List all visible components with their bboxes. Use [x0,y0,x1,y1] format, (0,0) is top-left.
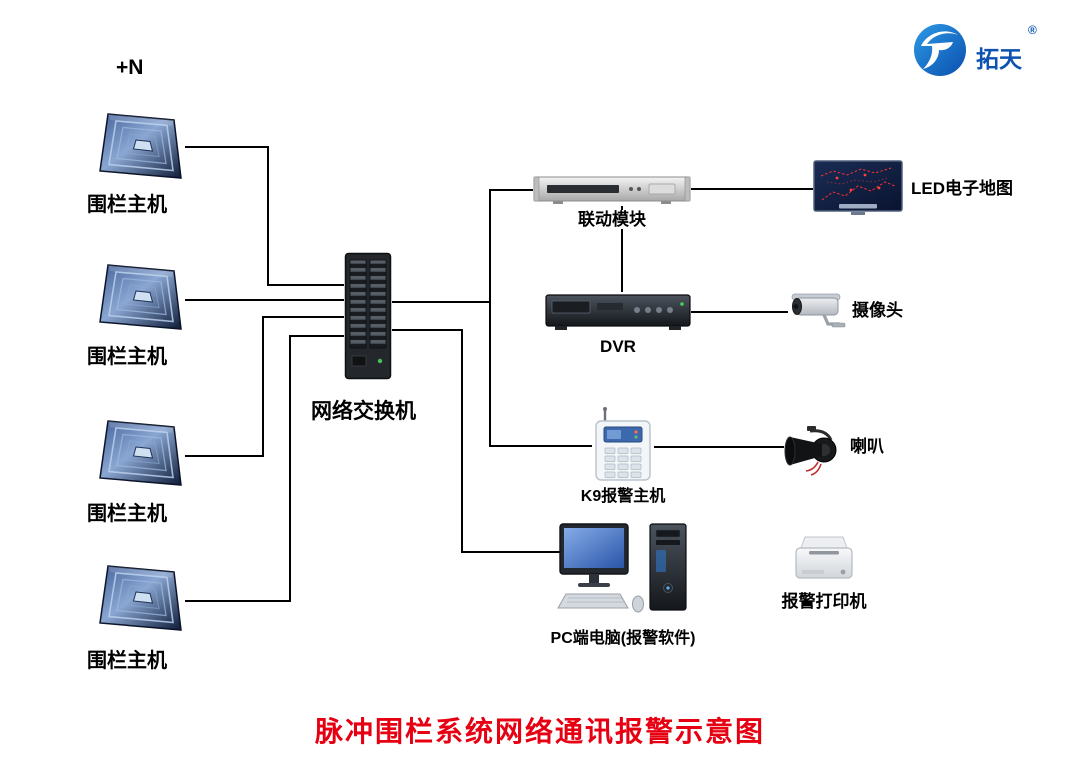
fence-host-1-image [99,113,182,179]
connection-fence-host-4-switch [185,335,344,602]
k9-alarm-host-label: K9报警主机 [580,488,666,505]
alarm-printer-label: 报警打印机 [781,592,867,611]
fence-host-2-image [99,264,182,330]
dvr-label: DVR [600,337,636,356]
network-switch-label: 网络交换机 [311,400,416,423]
fence-host-1-label: 围栏主机 [87,194,167,216]
camera-label: 摄像头 [852,301,903,320]
horn-speaker-image [784,426,837,476]
k9-alarm-host-image [595,407,651,481]
connection-fence-host-3-switch [185,316,344,457]
fence-host-4-image [99,565,182,631]
led-map-label: LED电子地图 [911,179,1013,198]
fence-host-3-label: 围栏主机 [87,503,167,525]
connection-switch-linkage-module [392,189,533,303]
camera-image [791,293,846,328]
led-map-image [813,160,903,215]
brand-logo-icon [914,24,966,76]
fence-host-3-image [99,420,182,486]
diagram-title: 脉冲围栏系统网络通讯报警示意图 [314,716,765,747]
fence-host-2-label: 围栏主机 [87,346,167,368]
pc-computer-image [557,523,687,613]
dvr-image [545,294,691,330]
horn-speaker-label: 喇叭 [850,437,884,456]
fence-host-4-label: 围栏主机 [87,650,167,672]
connection-switch-pc [392,329,560,553]
pc-computer-label: PC端电脑(报警软件) [550,630,696,647]
count-annotation: +N [116,56,144,79]
linkage-module-label: 联动模块 [533,210,691,230]
registered-trademark-mark: ® [1028,23,1037,37]
connection-fence-host-1-switch [185,146,344,286]
brand-name: 拓天 [976,46,1022,72]
network-switch-image [344,252,392,380]
linkage-module-image [533,176,691,204]
alarm-printer-image [795,536,853,579]
